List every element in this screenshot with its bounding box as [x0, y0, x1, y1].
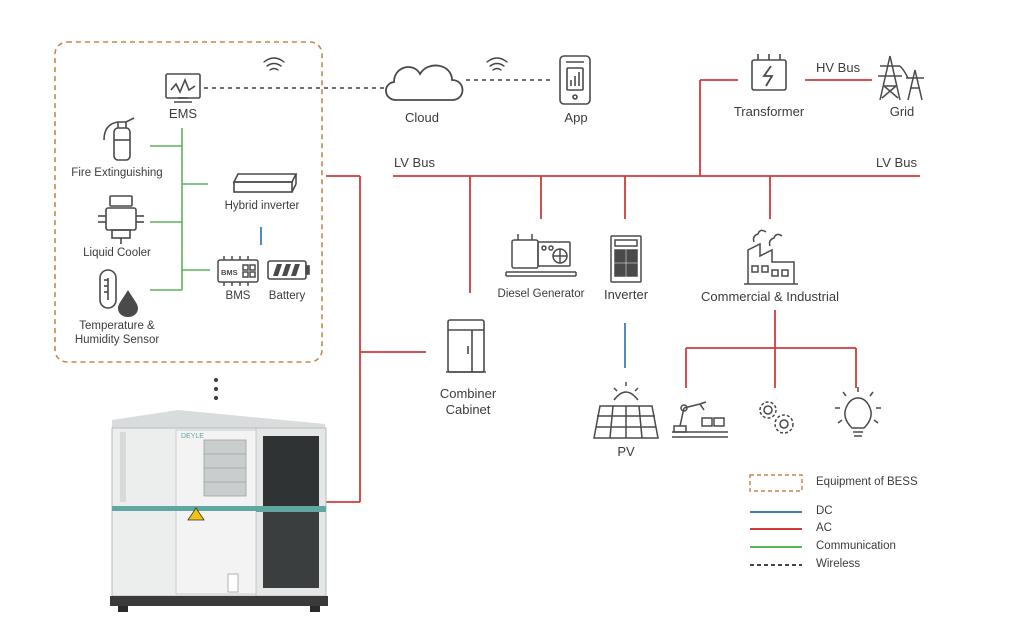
- thermometer-icon: [99, 269, 117, 309]
- fire-extinguishing-label: Fire Extinguishing: [71, 167, 163, 179]
- hv-bus-label: HV Bus: [816, 60, 861, 75]
- bess-container: [110, 410, 328, 612]
- hybrid-inverter-label: Hybrid inverter: [224, 200, 300, 212]
- grid-tower-icon: [878, 55, 924, 101]
- bms-chip-icon: [217, 256, 259, 286]
- lv-bus-left-label: LV Bus: [394, 155, 435, 170]
- legend-label-ac: AC: [816, 522, 832, 534]
- cloud-icon: [385, 64, 464, 101]
- app-label: App: [564, 110, 588, 125]
- bms-chip-text: BMS: [221, 268, 238, 277]
- bess-equipment-boundary: [54, 41, 323, 363]
- grid-label: Grid: [889, 104, 915, 119]
- dc-lines: [260, 227, 626, 368]
- liquid-cooler-label: Liquid Cooler: [83, 247, 151, 259]
- cabinet-label: Cabinet: [445, 402, 491, 417]
- legend-label-dc: DC: [816, 505, 833, 517]
- humidity-drop-icon: [118, 290, 138, 317]
- diesel-generator-icon: [505, 234, 577, 277]
- transformer-label: Transformer: [733, 104, 805, 119]
- inverter-icon: [610, 235, 642, 283]
- legend-label-bess: Equipment of BESS: [816, 476, 918, 488]
- legend-label-wireless: Wireless: [816, 558, 861, 570]
- solar-panel-icon: [593, 382, 659, 439]
- transformer-icon: [751, 54, 787, 91]
- legend-swatch-bess: [749, 474, 803, 492]
- robot-arm-icon: [672, 401, 728, 438]
- temperature-label: Temperature &: [79, 320, 155, 332]
- battery-label: Battery: [268, 290, 306, 302]
- humidity-sensor-label: Humidity Sensor: [74, 334, 160, 346]
- hybrid-inverter-icon: [232, 173, 298, 193]
- wifi-icon: [486, 57, 508, 71]
- factory-icon: [744, 229, 798, 285]
- fire-extinguisher-icon: [103, 117, 135, 161]
- ac-lines: [326, 79, 920, 503]
- wireless-lines: [204, 79, 550, 89]
- light-bulb-icon: [835, 387, 881, 437]
- liquid-cooler-icon: [98, 195, 144, 244]
- pv-label: PV: [617, 444, 635, 459]
- more-dots: [214, 378, 218, 400]
- combiner-label: Combiner: [439, 386, 497, 401]
- communication-lines: [150, 128, 210, 291]
- battery-icon: [267, 260, 310, 280]
- bess-brand-label: DEYLE: [181, 433, 204, 440]
- lv-bus-right-label: LV Bus: [876, 155, 917, 170]
- gears-icon: [759, 401, 794, 434]
- app-phone-icon: [559, 55, 591, 105]
- inverter-label: Inverter: [603, 287, 649, 302]
- cloud-label: Cloud: [405, 110, 439, 125]
- ems-label: EMS: [168, 106, 198, 121]
- commercial-industrial-label: Commercial & Industrial: [701, 289, 839, 304]
- legend-label-communication: Communication: [816, 540, 896, 552]
- bms-label: BMS: [225, 290, 251, 302]
- diesel-generator-label: Diesel Generator: [497, 288, 585, 300]
- ems-monitor-icon: [165, 73, 201, 103]
- combiner-cabinet-icon: [446, 319, 486, 373]
- wifi-icon: [263, 57, 285, 71]
